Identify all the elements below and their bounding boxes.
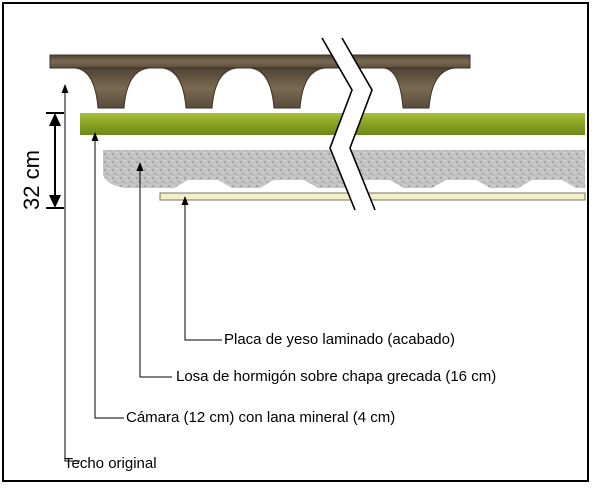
- label-techo-original: Techo original: [64, 455, 157, 472]
- label-losa-hormigon: Losa de hormigón sobre chapa grecada (16…: [176, 368, 497, 385]
- leader-arrowheads: [61, 84, 189, 205]
- roof-vaults: [74, 67, 456, 109]
- break-gap: [322, 38, 375, 210]
- plasterboard: [159, 192, 586, 201]
- dimension-arrow: [46, 112, 64, 209]
- break-line-left: [321, 37, 356, 211]
- leader-lines: [64, 92, 222, 462]
- roof-plate: [49, 54, 471, 69]
- label-camara: Cámara (12 cm) con lana mineral (4 cm): [126, 409, 396, 426]
- break-line-right: [341, 37, 376, 211]
- mineral-wool-layer: [80, 113, 585, 135]
- dimension-label: 32 cm: [19, 150, 44, 210]
- label-placa-yeso: Placa de yeso laminado (acabado): [224, 331, 455, 348]
